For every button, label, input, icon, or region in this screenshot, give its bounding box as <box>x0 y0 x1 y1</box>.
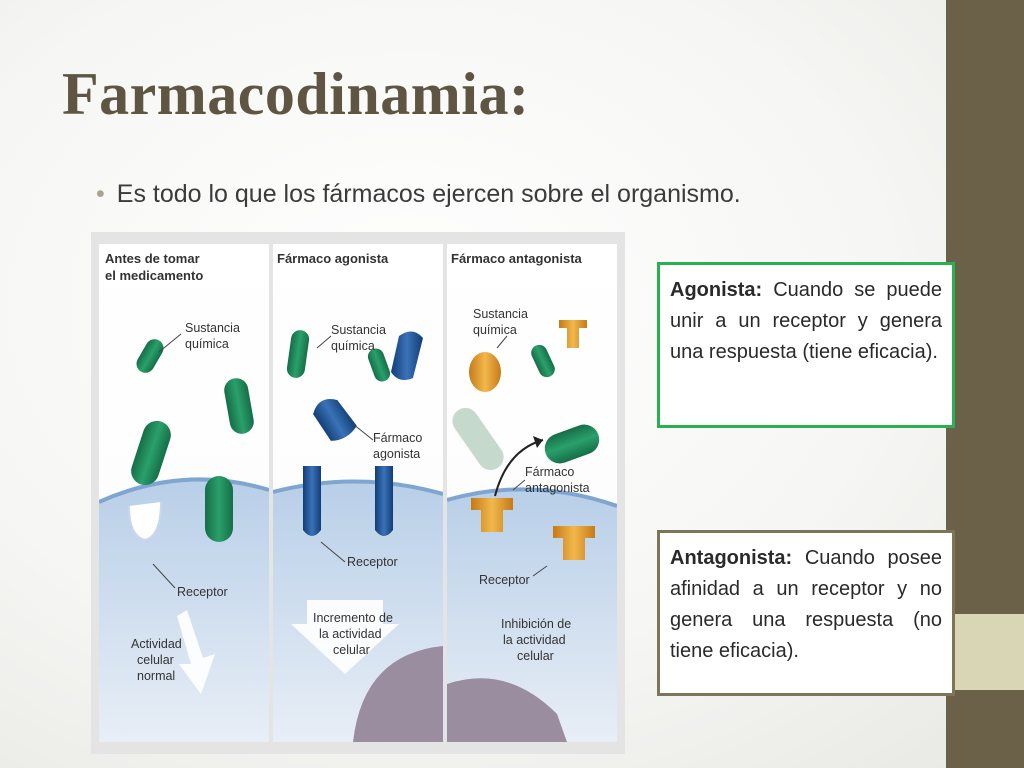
bullet-dot-icon: • <box>96 180 105 208</box>
label-receptor: Receptor <box>177 585 228 599</box>
substance-molecule <box>205 476 233 542</box>
side-bar-accent <box>946 614 1024 690</box>
substance-molecule <box>367 348 391 382</box>
text-antagonist: Cuando posee afinidad a un receptor y no… <box>670 547 942 662</box>
antagonist-bound-receptor <box>553 526 595 560</box>
panel-agonist: Fármaco agonista Sustancia química Fárma… <box>273 244 443 742</box>
cell-nucleus <box>447 678 567 742</box>
leader-line <box>152 563 176 589</box>
antagonist-bound-receptor <box>471 498 513 532</box>
pharmacodynamics-diagram: Antes de tomar el medicamento Sustancia … <box>91 232 625 754</box>
agonist-drug <box>313 399 357 441</box>
activity-arrow <box>291 600 399 674</box>
label-activity: Actividad <box>131 637 182 651</box>
activity-arrow <box>177 610 215 694</box>
substance-molecule <box>531 344 555 378</box>
leader-line <box>512 479 526 491</box>
label-substance: Sustancia <box>473 307 528 321</box>
panel-header-line: Fármaco agonista <box>277 251 389 266</box>
label-activity: celular <box>137 653 174 667</box>
cell-membrane <box>99 479 269 742</box>
label-substance: química <box>473 323 517 337</box>
label-activity: celular <box>333 643 370 657</box>
panel-before-medication: Antes de tomar el medicamento Sustancia … <box>99 244 269 742</box>
text-agonist: Cuando se puede unir a un receptor y gen… <box>670 279 942 363</box>
agonist-bound-receptor <box>375 466 393 536</box>
substance-molecule <box>136 339 164 373</box>
label-activity: la actividad <box>503 633 566 647</box>
leader-line <box>320 541 346 563</box>
term-agonist: Agonista: <box>670 279 763 301</box>
label-activity: normal <box>137 669 175 683</box>
substance-molecule <box>224 378 254 434</box>
label-substance: Sustancia <box>331 323 386 337</box>
panel-antagonist-illustration: Fármaco antagonista Sustancia química Fá… <box>447 251 617 742</box>
receptor-pocket <box>128 501 162 542</box>
membrane-outline <box>273 479 443 496</box>
antagonist-drug <box>559 320 587 348</box>
label-drug: antagonista <box>525 481 590 495</box>
leader-line <box>352 423 374 441</box>
label-drug: Fármaco <box>373 431 422 445</box>
label-substance: Sustancia <box>185 321 240 335</box>
cell-nucleus <box>353 646 443 742</box>
panel-agonist-illustration: Fármaco agonista Sustancia química Fárma… <box>273 251 443 742</box>
label-activity: la actividad <box>319 627 382 641</box>
label-activity: celular <box>517 649 554 663</box>
bullet-item: • Es todo lo que los fármacos ejercen sob… <box>96 180 741 209</box>
label-receptor: Receptor <box>347 555 398 569</box>
antagonist-drug <box>469 352 501 392</box>
panel-before-illustration: Antes de tomar el medicamento Sustancia … <box>99 251 269 742</box>
label-substance: química <box>185 337 229 351</box>
label-substance: química <box>331 339 375 353</box>
blocked-substance-ghost <box>452 407 504 471</box>
definition-antagonist: Antagonista: Cuando posee afinidad a un … <box>657 530 955 696</box>
membrane-outline <box>99 477 269 504</box>
panel-header-line: el medicamento <box>105 268 203 283</box>
label-receptor: Receptor <box>479 573 530 587</box>
arrowhead-icon <box>533 436 543 448</box>
substance-molecule <box>131 420 171 486</box>
slide-title: Farmacodinamia: <box>62 61 530 127</box>
agonist-bound-receptor <box>303 466 321 536</box>
label-activity: Incremento de <box>313 611 393 625</box>
substance-molecule <box>544 424 600 464</box>
membrane-outline <box>447 487 617 508</box>
leader-line <box>496 335 508 349</box>
leader-line <box>532 565 548 577</box>
panel-antagonist: Fármaco antagonista Sustancia química Fá… <box>447 244 617 742</box>
leader-line <box>316 335 332 349</box>
panel-header-line: Antes de tomar <box>105 251 200 266</box>
label-activity: Inhibición de <box>501 617 571 631</box>
label-drug: Fármaco <box>525 465 574 479</box>
term-antagonist: Antagonista: <box>670 547 793 569</box>
panel-header-line: Fármaco antagonista <box>451 251 583 266</box>
definition-agonist: Agonista: Cuando se puede unir a un rece… <box>657 262 955 428</box>
bullet-text: Es todo lo que los fármacos ejercen sobr… <box>116 180 741 208</box>
label-drug: agonista <box>373 447 420 461</box>
agonist-drug <box>391 331 423 380</box>
substance-molecule <box>286 330 310 378</box>
leader-line <box>158 333 182 353</box>
